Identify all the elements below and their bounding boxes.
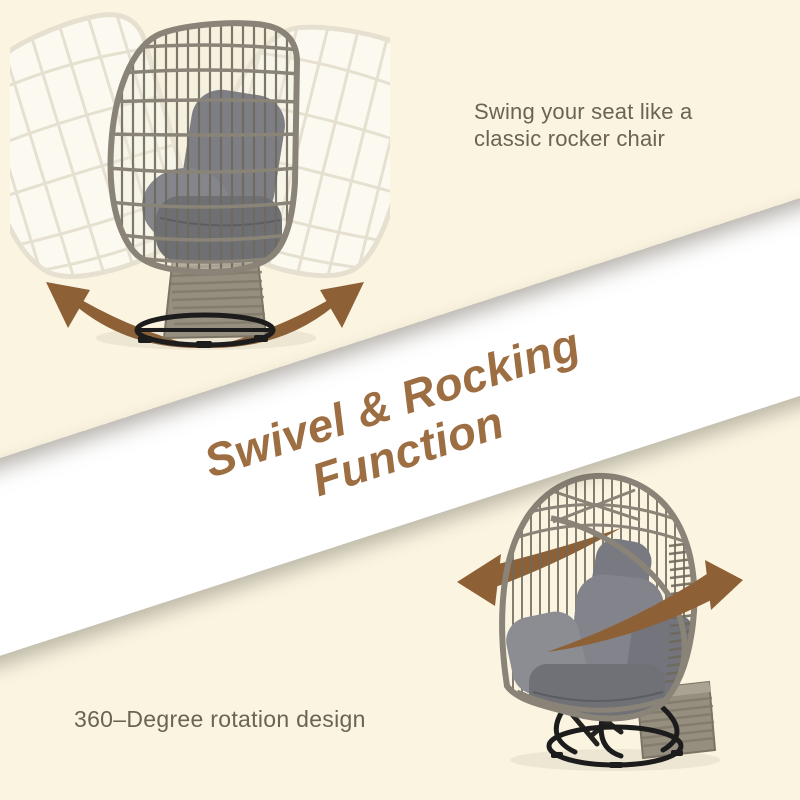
wicker-egg-frame xyxy=(499,472,698,722)
swing-caption-line1: Swing your seat like a xyxy=(474,99,693,124)
rocking-chair-illustration xyxy=(96,20,316,350)
rotation-chair-figure xyxy=(457,472,743,771)
rotation-caption: 360–Degree rotation design xyxy=(74,706,366,732)
rocking-arrow-icon xyxy=(46,282,364,349)
rocking-chair-figure xyxy=(10,0,390,350)
rotate-right-arrow-icon xyxy=(547,560,743,652)
wicker-egg-frame xyxy=(107,20,301,276)
swing-caption: Swing your seat like a classic rocker ch… xyxy=(474,98,692,152)
swing-caption-line2: classic rocker chair xyxy=(474,126,666,151)
swivel-chair-illustration xyxy=(499,472,720,771)
